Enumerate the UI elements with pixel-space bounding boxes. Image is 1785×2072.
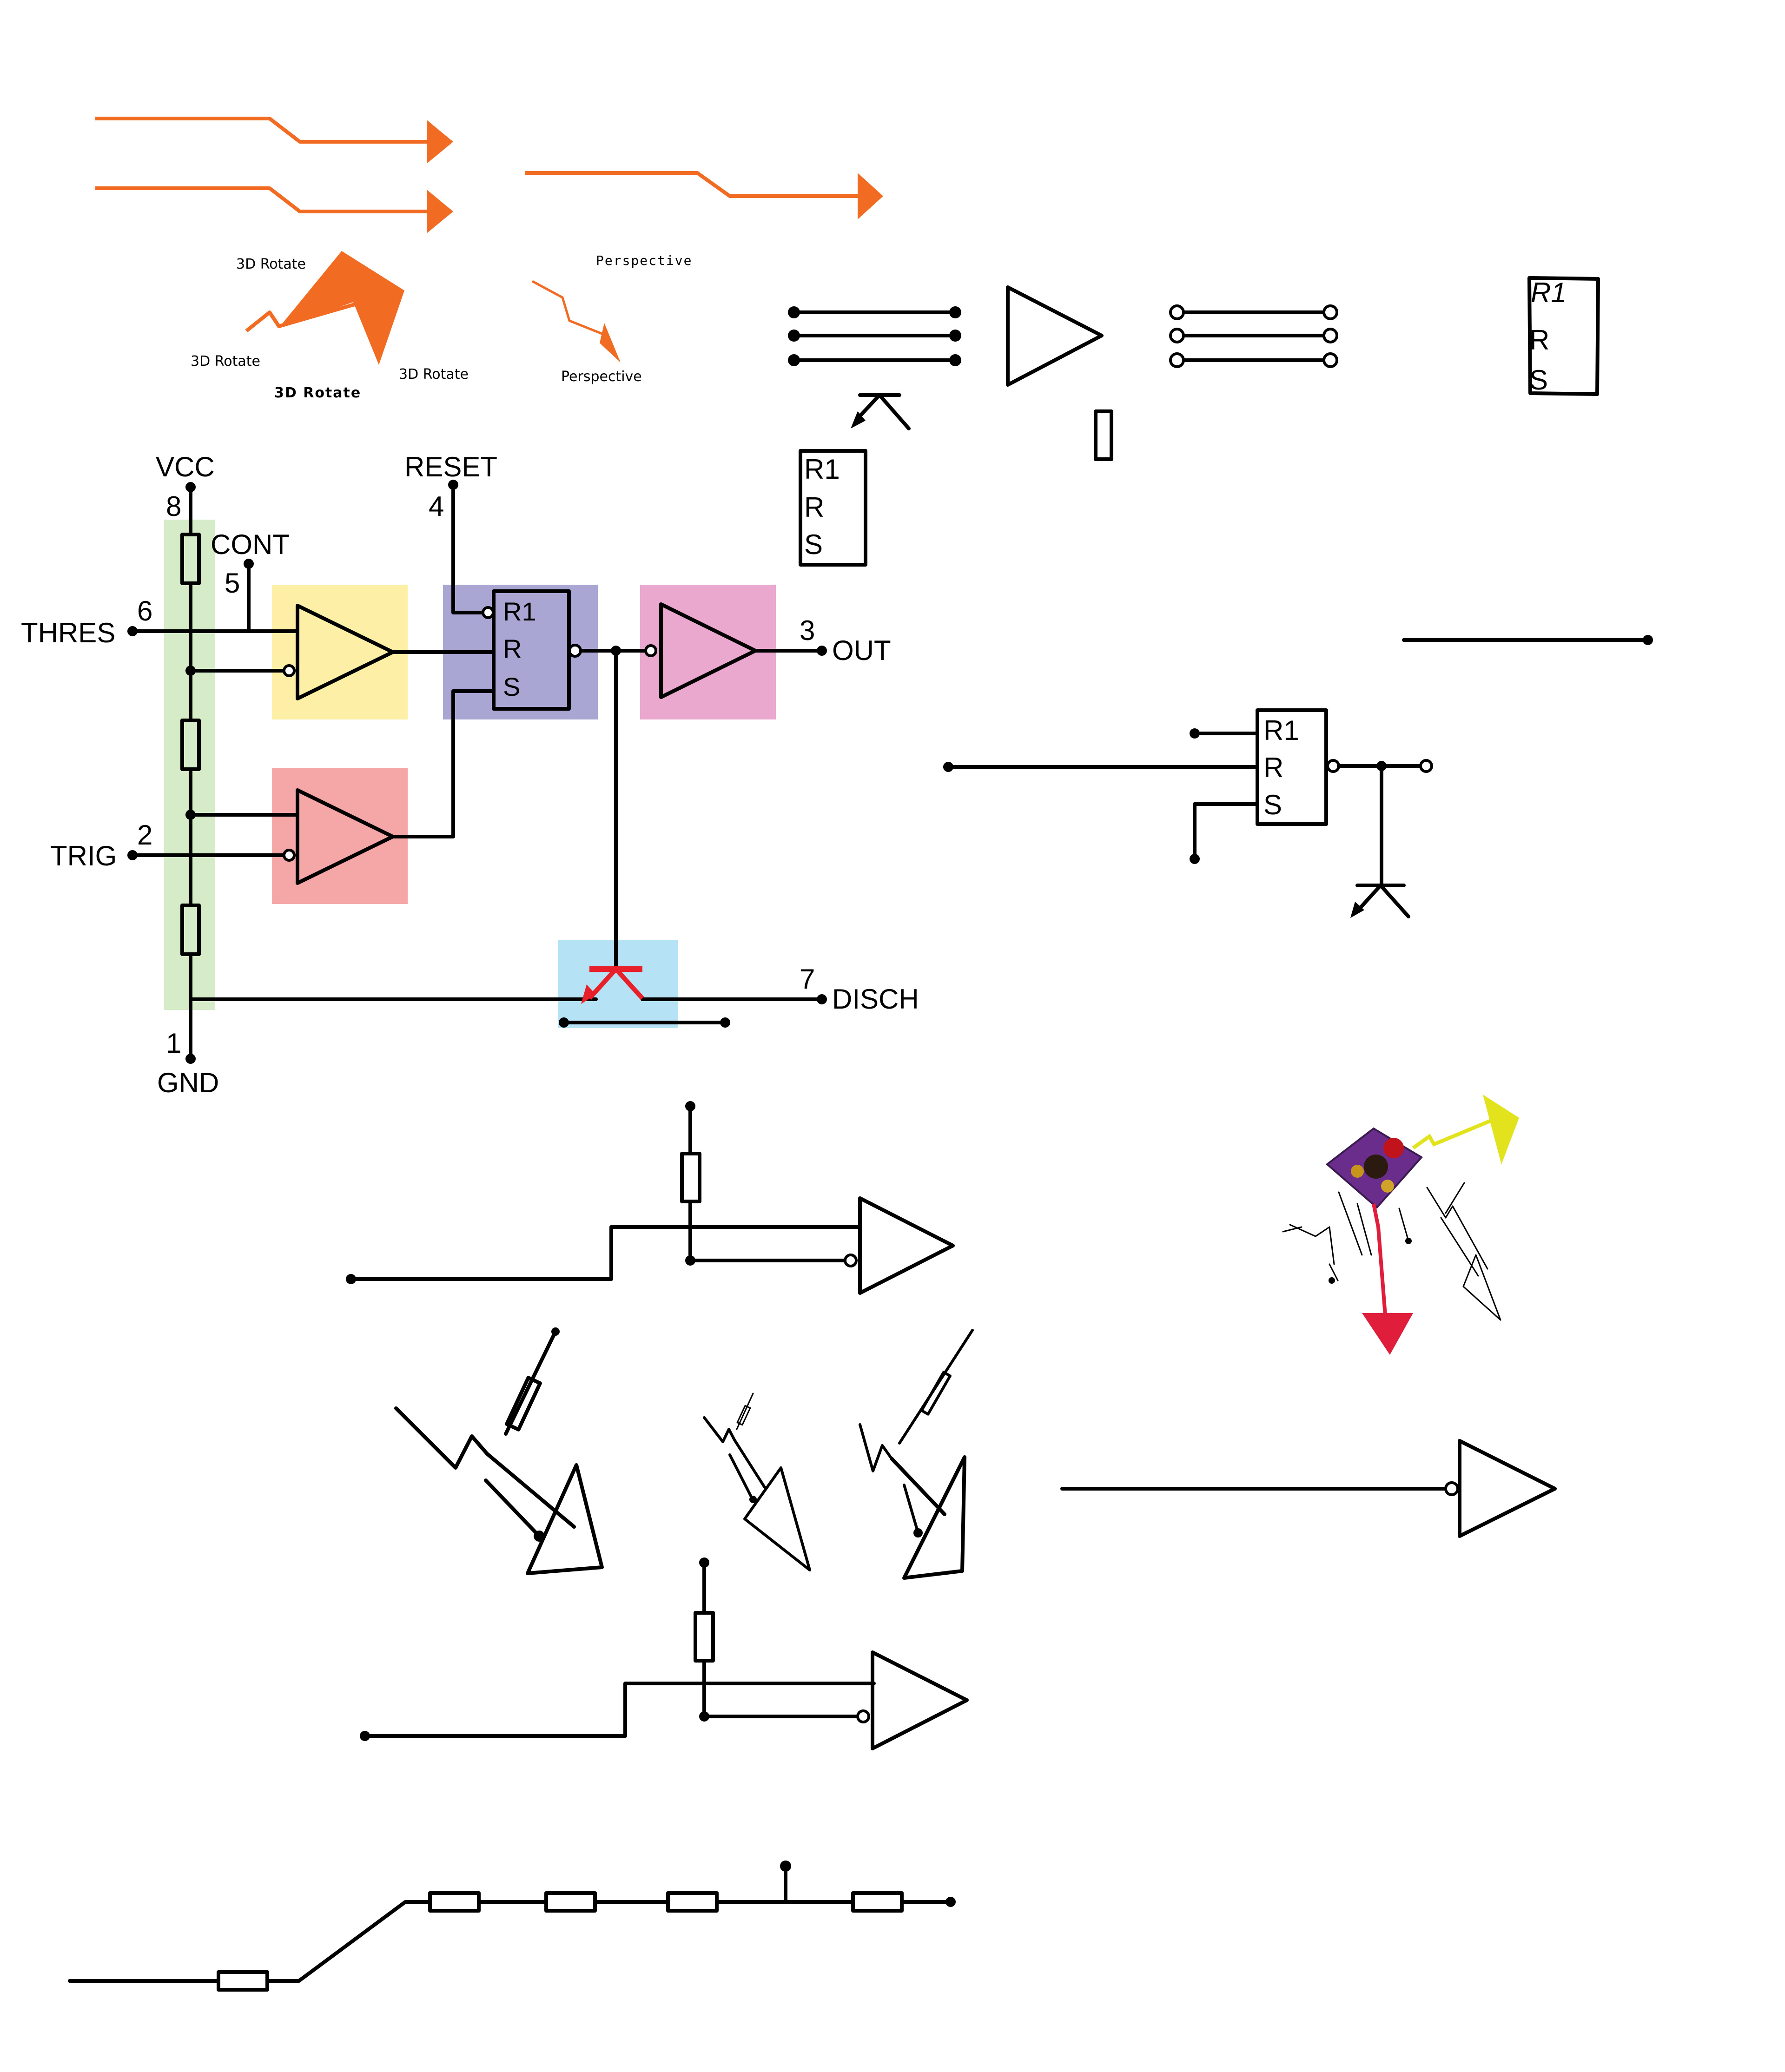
svg-text:S: S — [1529, 364, 1548, 396]
comparator-1[interactable] — [296, 604, 395, 700]
label-3d-rotate-1: 3D Rotate — [236, 256, 306, 272]
svg-text:R: R — [1529, 324, 1549, 356]
svg-text:R: R — [1263, 752, 1283, 783]
chain-resistor-2[interactable] — [428, 1891, 481, 1913]
flipflop-rs-2[interactable] — [1256, 708, 1328, 826]
chain-resistor-3[interactable] — [544, 1891, 597, 1913]
stage-1-comparator[interactable] — [858, 1196, 955, 1295]
orange-arrow-1-head — [427, 120, 453, 164]
pin-disch-label: DISCH — [832, 983, 919, 1015]
orange-arrow-3[interactable] — [525, 171, 860, 198]
orange-arrow-3-head — [858, 173, 883, 219]
svg-text:R1: R1 — [1263, 715, 1299, 746]
palette-transistor[interactable] — [851, 393, 911, 430]
label-perspective-2: Perspective — [561, 369, 642, 385]
palette-flipflop-1[interactable] — [799, 449, 867, 567]
resistor-chain — [68, 1861, 956, 1992]
chain-resistor-5[interactable] — [851, 1891, 904, 1913]
comparator-1-block — [272, 585, 408, 719]
pin-out-label: OUT — [832, 635, 891, 666]
pin-4-label: 4 — [429, 491, 444, 522]
orange-arrow-2[interactable] — [95, 186, 428, 213]
pin-vcc-label: VCC — [156, 451, 215, 482]
flipflop-assembly: R1 R S — [943, 708, 1433, 918]
label-3d-rotate-2: 3D Rotate — [191, 353, 260, 370]
pin-cont-label: CONT — [211, 529, 290, 560]
inverter-triangle[interactable] — [1458, 1439, 1557, 1538]
chain-resistor-4[interactable] — [666, 1891, 719, 1913]
perspective-comparator-3[interactable] — [859, 1329, 974, 1580]
pin-gnd-label: GND — [157, 1067, 219, 1098]
palette-buffer-triangle[interactable] — [1006, 285, 1104, 387]
orange-arrow-perspective-head — [600, 323, 621, 363]
orange-arrow-group — [95, 117, 883, 365]
discharge-transistor[interactable] — [581, 966, 644, 1004]
orange-arrow-1[interactable] — [95, 117, 428, 144]
palette-bus-lines — [788, 306, 961, 366]
orange-arrow-2-head — [427, 190, 453, 233]
label-3d-rotate-4: 3D Rotate — [399, 366, 469, 383]
palette-resistor[interactable] — [1094, 409, 1113, 461]
comparator-2[interactable] — [296, 788, 395, 885]
timer-555-schematic: R1 R S — [127, 480, 827, 1064]
perspective-comparator-1[interactable] — [394, 1327, 604, 1575]
svg-text:R: R — [804, 492, 824, 523]
svg-text:S: S — [1263, 789, 1282, 820]
svg-text:R1: R1 — [804, 454, 840, 485]
pin-trig-label: TRIG — [50, 840, 117, 871]
orange-arrow-perspective[interactable] — [531, 280, 605, 336]
label-perspective-1: Perspective — [596, 253, 692, 268]
stage-2-resistor[interactable] — [694, 1611, 715, 1663]
pin-5-label: 5 — [225, 567, 240, 599]
comparator-2-block — [272, 768, 408, 904]
pin-7-label: 7 — [800, 963, 815, 995]
pin-1-label: 1 — [166, 1028, 181, 1059]
stage-1-resistor[interactable] — [680, 1152, 701, 1203]
pin-thres-label: THRES — [21, 617, 115, 648]
pin-6-label: 6 — [137, 595, 152, 627]
stage-2-comparator[interactable] — [871, 1650, 969, 1750]
palette-flipflop-sketch[interactable] — [1527, 276, 1600, 396]
palette-open-bus-lines — [1169, 304, 1338, 368]
transistor-2[interactable] — [1350, 884, 1410, 918]
pin-3-label: 3 — [800, 615, 815, 646]
pcb-sketch[interactable] — [1282, 1095, 1519, 1355]
svg-text:S: S — [503, 672, 520, 701]
perspective-comparator-2[interactable] — [703, 1392, 811, 1571]
comparator-stage-2 — [360, 1557, 969, 1750]
pin-reset-label: RESET — [404, 451, 497, 482]
chain-resistor-1[interactable] — [217, 1970, 269, 1992]
svg-text:S: S — [804, 529, 823, 560]
svg-text:R: R — [503, 634, 522, 663]
pin-8-label: 8 — [166, 491, 181, 522]
label-3d-rotate-3: 3D Rotate — [274, 385, 361, 401]
output-buffer[interactable] — [659, 602, 757, 699]
svg-text:R1: R1 — [1531, 277, 1567, 308]
orange-arrow-rotated[interactable] — [245, 300, 364, 333]
svg-text:R1: R1 — [503, 597, 536, 626]
comparator-stage-1 — [346, 1101, 955, 1295]
pin-2-label: 2 — [137, 819, 152, 851]
orange-arrow-rotated-head — [279, 251, 404, 365]
